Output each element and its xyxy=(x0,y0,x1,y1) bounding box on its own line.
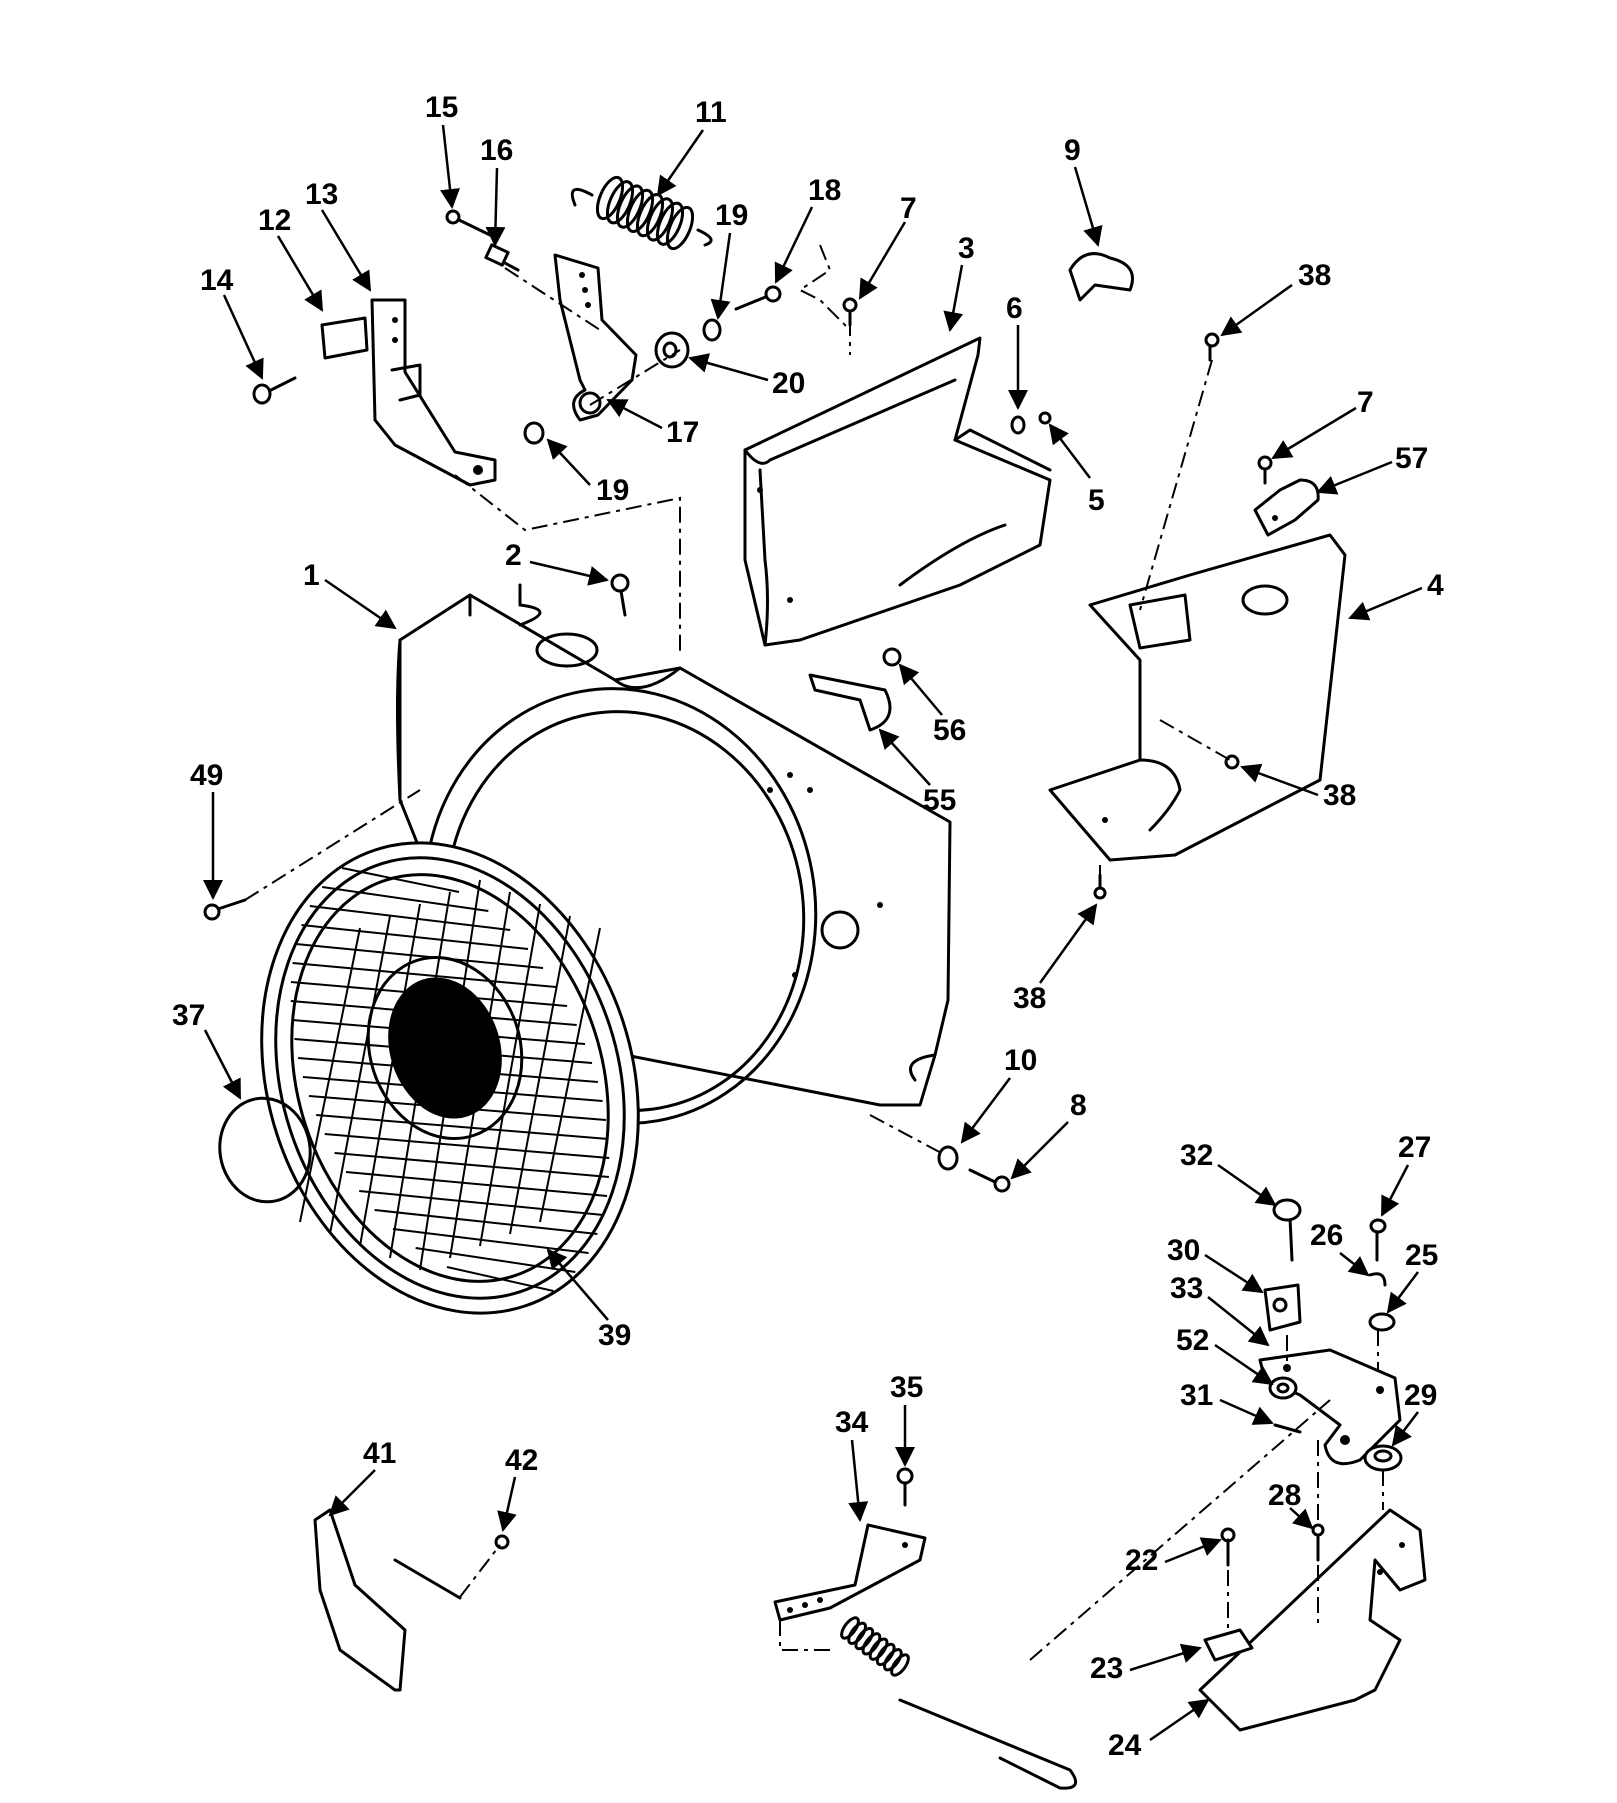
control-lever-bracket xyxy=(773,1523,927,1622)
callout-8: 8 xyxy=(1070,1089,1087,1122)
callout-56: 56 xyxy=(933,714,966,747)
callout-16: 16 xyxy=(480,134,513,167)
upper-shroud xyxy=(743,336,1052,647)
small-bracket xyxy=(1253,478,1320,537)
tension-spring xyxy=(840,1616,910,1677)
callout-17: 17 xyxy=(666,416,699,449)
screw-2 xyxy=(610,573,630,617)
callout-7a: 7 xyxy=(900,192,917,225)
callout-37: 37 xyxy=(172,999,205,1032)
callout-12: 12 xyxy=(258,204,291,237)
callout-29: 29 xyxy=(1404,1379,1437,1412)
washer-19-upper xyxy=(702,318,722,342)
lever-plate xyxy=(1258,1348,1402,1466)
callout-27: 27 xyxy=(1398,1131,1431,1164)
callout-35: 35 xyxy=(890,1371,923,1404)
pin-28 xyxy=(1311,1523,1325,1562)
callout-31: 31 xyxy=(1180,1379,1213,1412)
callouts: 1 2 3 4 5 6 7 7 8 9 10 11 12 13 14 15 16 xyxy=(172,91,1444,1762)
callout-15: 15 xyxy=(425,91,458,124)
callout-13: 13 xyxy=(305,178,338,211)
callout-23: 23 xyxy=(1090,1652,1123,1685)
callout-34: 34 xyxy=(835,1406,869,1439)
control-rod xyxy=(898,1698,1078,1790)
washer-19-lower xyxy=(523,421,545,445)
screw-8 xyxy=(968,1168,1011,1193)
callout-19a: 19 xyxy=(715,199,748,232)
control-bracket-base xyxy=(1198,1508,1427,1732)
grommet-29 xyxy=(1363,1444,1403,1472)
callout-9: 9 xyxy=(1064,134,1081,167)
callout-30: 30 xyxy=(1167,1234,1200,1267)
callout-4: 4 xyxy=(1427,569,1444,602)
screw-7-right xyxy=(1257,455,1273,485)
callout-42: 42 xyxy=(505,1444,538,1477)
cam-block-30 xyxy=(1263,1283,1302,1332)
throttle-bracket xyxy=(313,1508,462,1692)
grille-screen xyxy=(260,841,640,1315)
callout-55: 55 xyxy=(923,784,956,817)
callout-52: 52 xyxy=(1176,1324,1209,1357)
screw-15 xyxy=(445,209,492,237)
callout-5: 5 xyxy=(1088,484,1105,517)
screw-14 xyxy=(252,376,297,405)
callout-24: 24 xyxy=(1108,1729,1142,1762)
callout-11: 11 xyxy=(695,96,727,129)
screw-22 xyxy=(1220,1527,1236,1567)
callout-32: 32 xyxy=(1180,1139,1213,1172)
clamp-bracket xyxy=(808,673,892,732)
clip-23 xyxy=(1203,1628,1254,1662)
callout-18: 18 xyxy=(808,174,841,207)
callout-28: 28 xyxy=(1268,1479,1301,1512)
screw-27 xyxy=(1369,1218,1387,1262)
callout-7b: 7 xyxy=(1357,386,1374,419)
callout-22: 22 xyxy=(1125,1544,1158,1577)
washer-10 xyxy=(937,1145,959,1171)
screw-18 xyxy=(734,285,782,311)
governor-spring xyxy=(570,175,713,251)
callout-41: 41 xyxy=(363,1437,396,1470)
callout-1: 1 xyxy=(303,559,320,592)
callout-33: 33 xyxy=(1170,1272,1203,1305)
screw-16 xyxy=(484,243,520,272)
callout-14: 14 xyxy=(200,264,234,297)
callout-49: 49 xyxy=(190,759,223,792)
side-shield xyxy=(1048,533,1347,862)
callout-3: 3 xyxy=(958,232,975,265)
screw-5 xyxy=(1038,411,1052,425)
washer-6 xyxy=(1010,415,1026,435)
governor-lever xyxy=(553,253,638,422)
callout-26: 26 xyxy=(1310,1219,1343,1252)
callout-20: 20 xyxy=(772,367,805,400)
clip-31 xyxy=(1273,1423,1302,1434)
callout-2: 2 xyxy=(505,539,522,572)
bushing xyxy=(654,331,690,369)
callout-6: 6 xyxy=(1006,292,1023,325)
screw-35 xyxy=(896,1467,914,1507)
e-ring-26 xyxy=(1368,1272,1387,1287)
callout-57: 57 xyxy=(1395,442,1428,475)
assembly-lines xyxy=(244,244,1384,1661)
screw-38-top xyxy=(1204,332,1220,362)
screw-49 xyxy=(203,898,247,921)
washer-25 xyxy=(1368,1312,1396,1332)
callout-10: 10 xyxy=(1004,1044,1037,1077)
governor-bracket xyxy=(370,298,497,487)
retaining-ring xyxy=(218,1096,312,1204)
bracket-clip xyxy=(320,316,369,360)
callout-38c: 38 xyxy=(1013,982,1046,1015)
callout-38b: 38 xyxy=(1323,779,1356,812)
callout-39: 39 xyxy=(598,1319,631,1352)
screw-56 xyxy=(882,647,902,667)
screw-42 xyxy=(494,1534,510,1550)
bolt-32 xyxy=(1272,1198,1302,1262)
screw-38-bottom xyxy=(1093,873,1107,900)
hose-clamp xyxy=(1068,252,1134,302)
washer-52 xyxy=(1268,1376,1298,1400)
callout-38a: 38 xyxy=(1298,259,1331,292)
callout-19b: 19 xyxy=(596,474,629,507)
callout-25: 25 xyxy=(1405,1239,1438,1272)
